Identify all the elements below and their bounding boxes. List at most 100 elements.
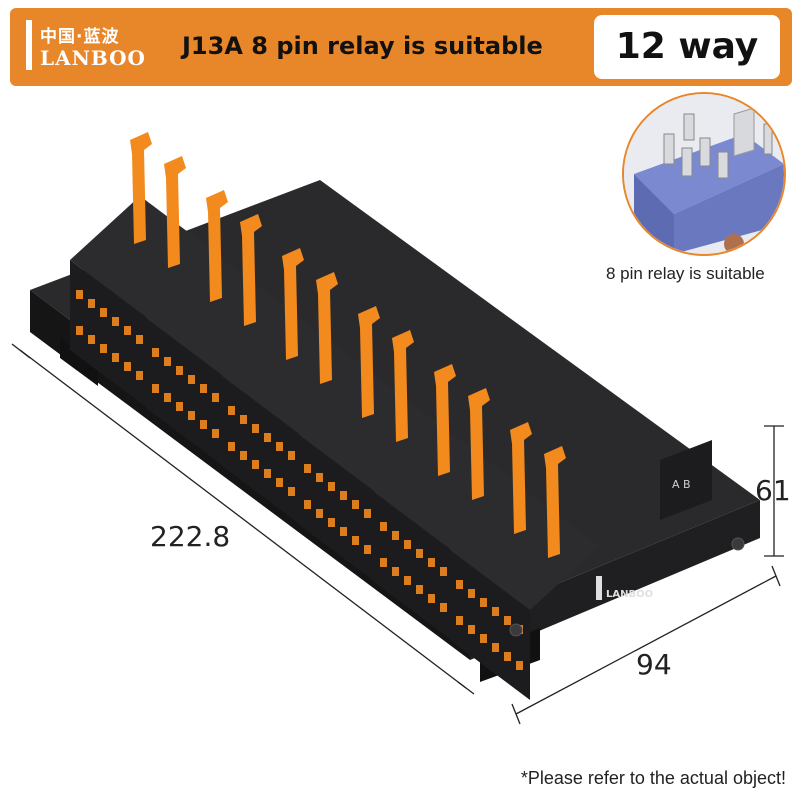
relay-icon: [624, 94, 784, 254]
terminal-clamp: [440, 567, 447, 576]
logo-bar: [26, 20, 32, 70]
terminal-clamp: [392, 567, 399, 576]
dimension-line-length: [11, 343, 475, 695]
release-lever: [206, 190, 228, 302]
terminal-clamp: [288, 451, 295, 460]
product-title: J13A 8 pin relay is suitable: [182, 32, 543, 60]
terminal-clamp: [504, 652, 511, 661]
dimension-width-label: 94: [636, 648, 672, 681]
terminal-clamp: [136, 335, 143, 344]
terminal-clamp: [468, 625, 475, 634]
terminal-clamp: [200, 420, 207, 429]
way-count-badge: 12 way: [594, 15, 780, 79]
terminal-clamp: [480, 634, 487, 643]
terminal-clamp: [404, 576, 411, 585]
brand-logo: 中国·蓝波 LANBOO: [24, 18, 174, 74]
terminal-clamp: [264, 469, 271, 478]
terminal-clamp: [364, 509, 371, 518]
block-front: [70, 260, 150, 410]
terminal-clamp: [164, 393, 171, 402]
terminal-clamp: [340, 527, 347, 536]
terminal-clamp: [316, 473, 323, 482]
terminal-clamp: [124, 326, 131, 335]
release-lever: [544, 446, 566, 558]
terminal-clamp: [352, 500, 359, 509]
terminal-ab-block: A B: [660, 440, 712, 520]
release-lever: [510, 422, 532, 534]
terminal-clamp: [440, 603, 447, 612]
terminal-clamp: [188, 375, 195, 384]
block-front: [298, 434, 378, 584]
terminal-clamp: [76, 290, 83, 299]
terminal-clamp: [276, 478, 283, 487]
terminal-clamp: [112, 317, 119, 326]
terminal-clamp: [100, 308, 107, 317]
terminal-clamp: [228, 442, 235, 451]
release-lever: [240, 214, 262, 326]
release-lever: [392, 330, 414, 442]
terminal-clamp: [328, 518, 335, 527]
release-lever: [358, 306, 380, 418]
release-lever: [434, 364, 456, 476]
mount-screw-left: [509, 623, 523, 637]
terminal-clamp: [200, 384, 207, 393]
terminal-clamp: [428, 558, 435, 567]
terminal-clamp: [328, 482, 335, 491]
terminal-clamp: [228, 406, 235, 415]
release-lever: [282, 248, 304, 360]
terminal-clamp: [304, 464, 311, 473]
terminal-clamp: [276, 442, 283, 451]
block-front: [222, 376, 302, 526]
dimension-length-label: 222.8: [150, 520, 231, 553]
release-lever: [164, 156, 186, 268]
terminal-clamp: [364, 545, 371, 554]
terminal-clamp: [288, 487, 295, 496]
terminal-clamp: [264, 433, 271, 442]
logo-chinese-text: 中国·蓝波: [40, 27, 120, 47]
mount-screw-right: [731, 537, 745, 551]
terminal-clamp: [188, 411, 195, 420]
header-banner: 中国·蓝波 LANBOO J13A 8 pin relay is suitabl…: [10, 8, 792, 86]
terminal-clamp: [416, 549, 423, 558]
block-top: [450, 486, 600, 610]
terminal-clamp: [212, 393, 219, 402]
terminal-clamp: [492, 607, 499, 616]
relay-module-illustration: A B LANBOO: [11, 132, 784, 725]
terminal-clamp: [456, 616, 463, 625]
block-front: [374, 492, 454, 642]
terminal-clamp: [340, 491, 347, 500]
terminal-clamp: [136, 371, 143, 380]
terminal-clamp: [124, 362, 131, 371]
terminal-clamp: [152, 348, 159, 357]
terminal-clamp: [392, 531, 399, 540]
terminal-clamp: [468, 589, 475, 598]
terminal-clamp: [480, 598, 487, 607]
terminal-clamp: [404, 540, 411, 549]
terminal-clamp: [240, 451, 247, 460]
terminal-clamp: [176, 366, 183, 375]
block-front: [146, 318, 226, 468]
terminal-clamp: [176, 402, 183, 411]
terminal-clamp: [380, 558, 387, 567]
terminal-clamp: [428, 594, 435, 603]
terminal-clamp: [252, 424, 259, 433]
terminal-clamp: [240, 415, 247, 424]
base-logo-text: LANBOO: [606, 589, 653, 600]
terminal-clamp: [88, 335, 95, 344]
terminal-clamp: [316, 509, 323, 518]
terminal-clamp: [380, 522, 387, 531]
terminal-clamp: [416, 585, 423, 594]
relay-inset-image: [622, 92, 786, 256]
terminal-clamp: [164, 357, 171, 366]
terminal-clamp: [516, 661, 523, 670]
terminal-clamp: [76, 326, 83, 335]
block-front: [450, 550, 530, 700]
terminal-clamp: [252, 460, 259, 469]
terminal-clamp: [304, 500, 311, 509]
terminal-clamp: [352, 536, 359, 545]
svg-text:A B: A B: [672, 478, 691, 491]
logo-english-text: LANBOO: [40, 46, 146, 70]
dimension-height-label: 61: [755, 474, 791, 507]
terminal-clamp: [152, 384, 159, 393]
dimension-line-height: [764, 425, 784, 557]
